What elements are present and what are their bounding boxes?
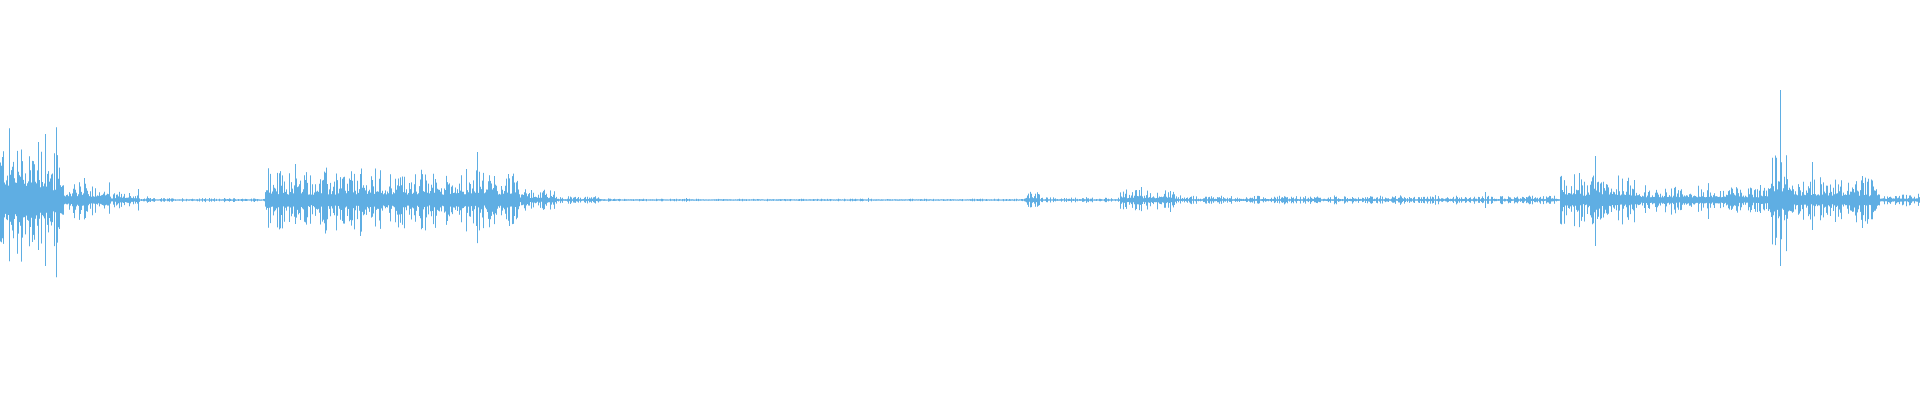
waveform-lines	[0, 90, 1920, 278]
